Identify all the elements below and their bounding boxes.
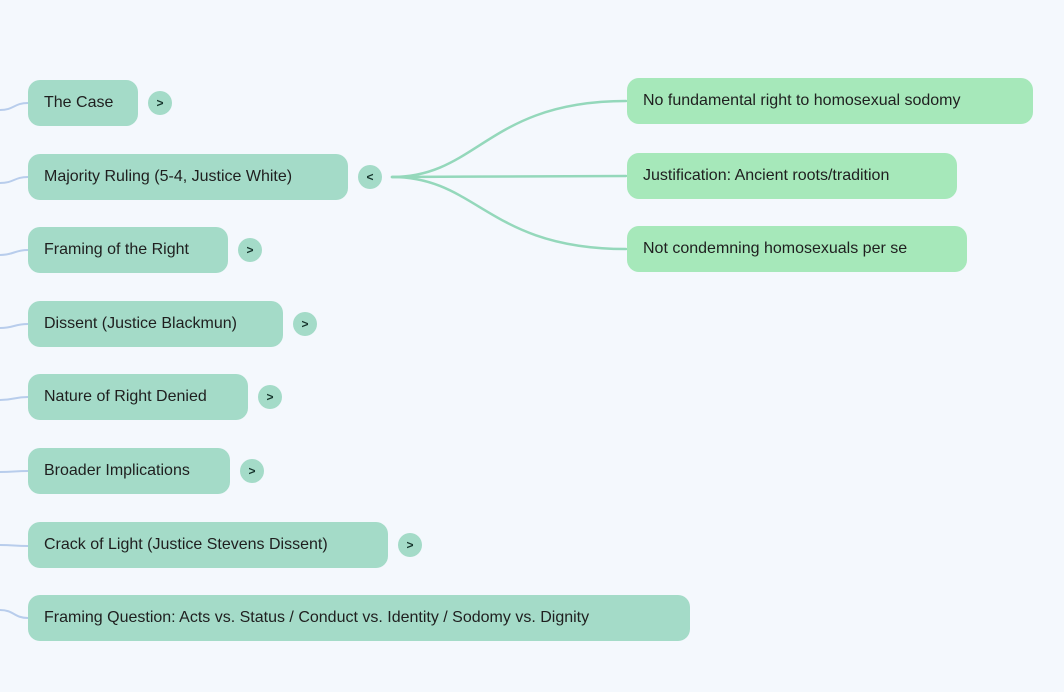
chevron-right-icon: >: [301, 317, 309, 331]
child-connector-curve: [390, 175, 628, 251]
parent-connector-curve: [0, 323, 29, 329]
node-justification-tradition[interactable]: Justification: Ancient roots/tradition: [627, 153, 957, 199]
node-label: Crack of Light (Justice Stevens Dissent): [44, 536, 328, 553]
node-row-the-case: The Case >: [28, 80, 172, 126]
node-dissent-blackmun[interactable]: Dissent (Justice Blackmun): [28, 301, 283, 347]
node-crack-of-light[interactable]: Crack of Light (Justice Stevens Dissent): [28, 522, 388, 568]
node-framing-of-the-right[interactable]: Framing of the Right: [28, 227, 228, 273]
node-no-fundamental-right[interactable]: No fundamental right to homosexual sodom…: [627, 78, 1033, 124]
node-label: Nature of Right Denied: [44, 388, 207, 405]
chevron-right-icon: >: [266, 390, 274, 404]
expand-toggle-nature-of-right-denied[interactable]: >: [258, 385, 282, 409]
node-row-no-fundamental-right: No fundamental right to homosexual sodom…: [627, 78, 1033, 124]
parent-connector-curve: [0, 396, 29, 401]
node-label: Justification: Ancient roots/tradition: [643, 167, 890, 184]
node-label: Dissent (Justice Blackmun): [44, 315, 237, 332]
parent-connector-curve: [0, 544, 29, 547]
parent-connector-curve: [0, 470, 29, 473]
node-nature-of-right-denied[interactable]: Nature of Right Denied: [28, 374, 248, 420]
node-row-not-condemning: Not condemning homosexuals per se: [627, 226, 967, 272]
node-row-framing-of-the-right: Framing of the Right >: [28, 227, 262, 273]
child-connector-curve: [390, 99, 628, 179]
node-row-dissent-blackmun: Dissent (Justice Blackmun) >: [28, 301, 317, 347]
node-row-crack-of-light: Crack of Light (Justice Stevens Dissent)…: [28, 522, 422, 568]
parent-connector-curve: [0, 176, 29, 184]
node-majority-ruling[interactable]: Majority Ruling (5-4, Justice White): [28, 154, 348, 200]
node-label: Broader Implications: [44, 462, 190, 479]
expand-toggle-broader-implications[interactable]: >: [240, 459, 264, 483]
node-label: Framing Question: Acts vs. Status / Cond…: [44, 609, 590, 626]
node-row-broader-implications: Broader Implications >: [28, 448, 264, 494]
parent-connector-curve: [0, 102, 29, 111]
chevron-right-icon: >: [156, 96, 164, 110]
node-the-case[interactable]: The Case: [28, 80, 138, 126]
expand-toggle-dissent-blackmun[interactable]: >: [293, 312, 317, 336]
expand-toggle-crack-of-light[interactable]: >: [398, 533, 422, 557]
expand-toggle-framing-of-the-right[interactable]: >: [238, 238, 262, 262]
node-broader-implications[interactable]: Broader Implications: [28, 448, 230, 494]
child-connector-curve: [390, 174, 628, 179]
parent-connector-curve: [0, 249, 29, 256]
node-row-nature-of-right-denied: Nature of Right Denied >: [28, 374, 282, 420]
chevron-right-icon: >: [406, 538, 414, 552]
node-row-justification-tradition: Justification: Ancient roots/tradition: [627, 153, 957, 199]
node-framing-question[interactable]: Framing Question: Acts vs. Status / Cond…: [28, 595, 690, 641]
expand-toggle-the-case[interactable]: >: [148, 91, 172, 115]
node-label: The Case: [44, 94, 114, 111]
node-label: Framing of the Right: [44, 241, 189, 258]
node-label: Majority Ruling (5-4, Justice White): [44, 168, 293, 185]
chevron-right-icon: >: [246, 243, 254, 257]
node-row-framing-question: Framing Question: Acts vs. Status / Cond…: [28, 595, 690, 641]
parent-connector-curve: [0, 609, 29, 619]
node-label: No fundamental right to homosexual sodom…: [643, 92, 961, 109]
chevron-right-icon: >: [248, 464, 256, 478]
collapse-toggle-majority-ruling[interactable]: <: [358, 165, 382, 189]
node-row-majority-ruling: Majority Ruling (5-4, Justice White) <: [28, 154, 382, 200]
chevron-left-icon: <: [366, 170, 374, 184]
node-not-condemning[interactable]: Not condemning homosexuals per se: [627, 226, 967, 272]
node-label: Not condemning homosexuals per se: [643, 240, 908, 257]
